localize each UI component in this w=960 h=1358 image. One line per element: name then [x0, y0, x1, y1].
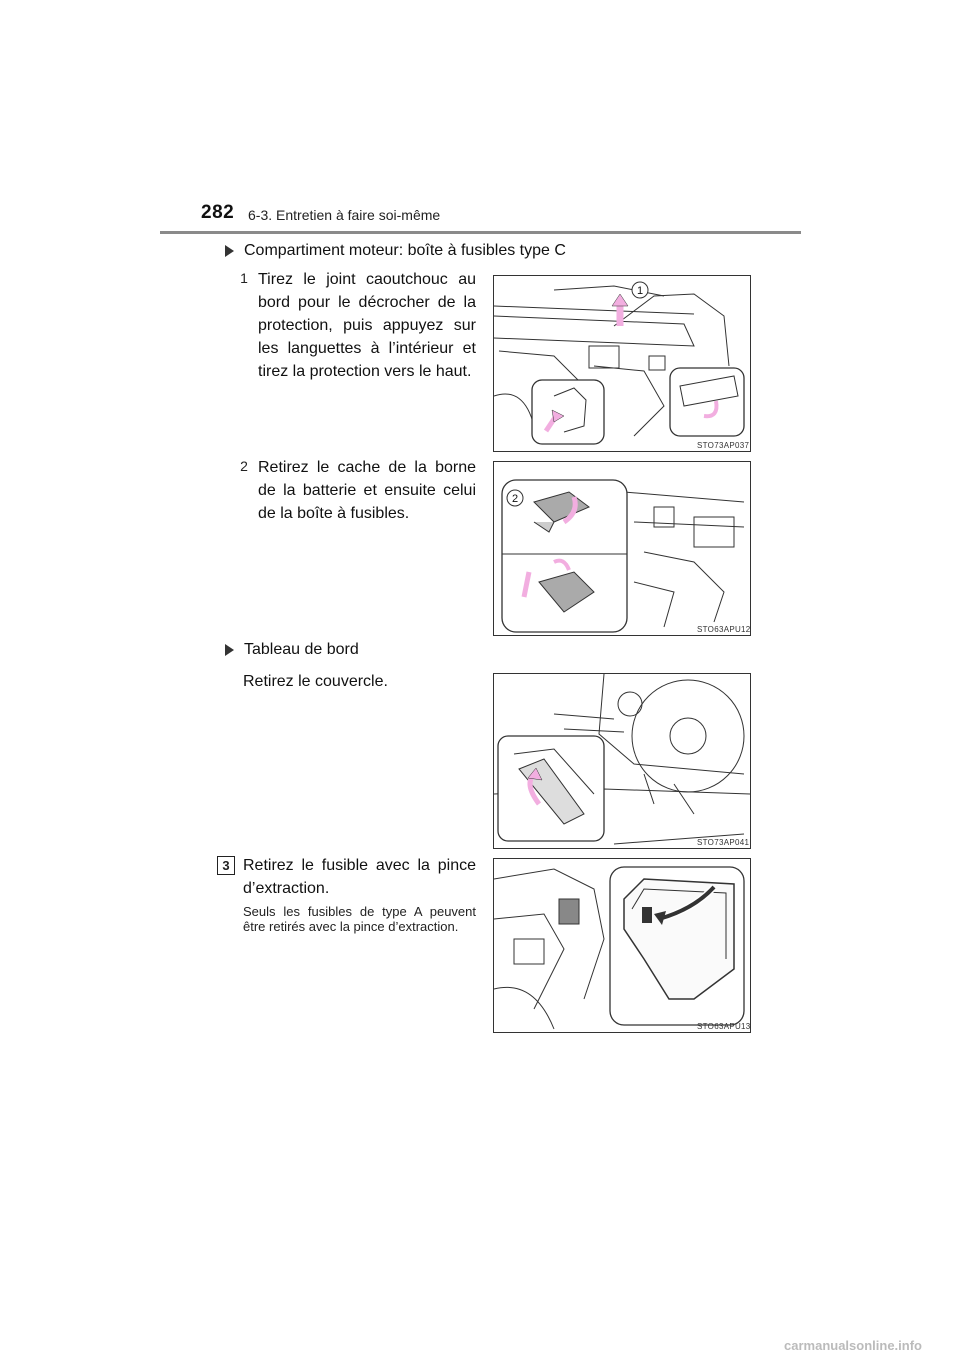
section-title: 6-3. Entretien à faire soi-même [248, 207, 441, 223]
engine-heading: Compartiment moteur: boîte à fusibles ty… [225, 242, 566, 260]
step-2-text: Retirez le cache de la borne de la batte… [258, 459, 476, 522]
figure-1-code: STO73AP037 [697, 441, 750, 450]
step-number-3: 3 [217, 856, 235, 875]
fuse-extractor-illustration [494, 866, 745, 1030]
figure-battery-cover: 2 [493, 461, 751, 636]
dash-heading: Tableau de bord [225, 641, 359, 659]
engine-protection-illustration: 1 [494, 281, 745, 445]
footer-watermark: carmanualsonline.info [784, 1338, 922, 1353]
step-3-note: Seuls les fusibles de type A peuvent êtr… [243, 904, 476, 934]
figure-fuse-extractor [493, 858, 751, 1033]
figure-2-callout: 2 [512, 493, 518, 505]
figure-2-code: STO63APU12 [697, 625, 751, 634]
step-number-2: 2 [240, 458, 248, 474]
battery-cover-illustration: 2 [501, 479, 745, 633]
figure-1-callout: 1 [637, 285, 643, 297]
figure-3-code: STO73AP041 [697, 838, 750, 847]
step-1-text: Tirez le joint caoutchouc au bord pour l… [258, 271, 476, 380]
engine-heading-text: Compartiment moteur: boîte à fusibles ty… [244, 242, 566, 259]
dash-heading-text: Tableau de bord [244, 641, 359, 658]
header-rule [160, 231, 801, 234]
figure-dashboard-cover [493, 673, 751, 849]
bullet-triangle-icon [225, 245, 234, 257]
figure-engine-protection: 1 [493, 275, 751, 452]
dash-step-text: Retirez le couvercle. [243, 673, 388, 690]
step-3-text: Retirez le fusible avec la pince d’extra… [243, 857, 476, 897]
figure-4-code: STO63APU13 [697, 1022, 751, 1031]
step-number-1: 1 [240, 270, 248, 286]
dashboard-cover-illustration [494, 674, 750, 845]
bullet-triangle-icon [225, 644, 234, 656]
page-number: 282 [201, 202, 235, 223]
